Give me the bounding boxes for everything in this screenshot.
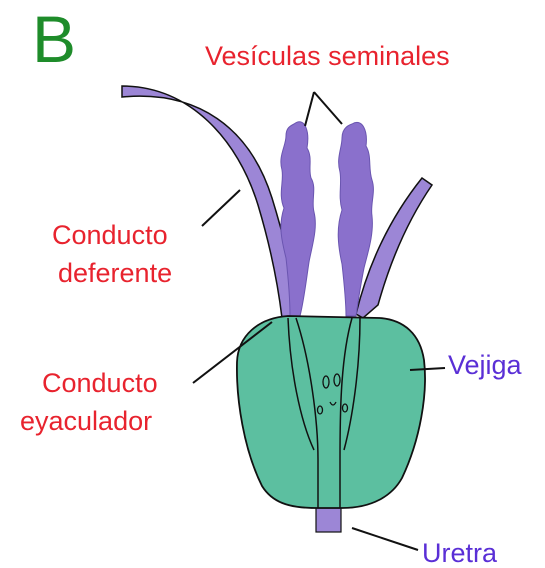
label-vejiga: Vejiga — [448, 350, 522, 380]
panel-letter: B — [32, 2, 77, 76]
ejaculatory-duct-lines — [287, 317, 361, 508]
leader-lines — [192, 91, 446, 551]
label-uretra: Uretra — [422, 538, 498, 568]
seminal-vesicle-right — [337, 122, 374, 317]
label-vesiculas-seminales: Vesículas seminales — [205, 41, 450, 71]
label-conducto-deferente-line1: Conducto — [52, 220, 168, 250]
label-conducto-eyaculador-line1: Conducto — [42, 368, 158, 398]
urethra-stub — [315, 507, 342, 533]
bladder-body — [236, 315, 426, 509]
label-conducto-deferente-line2: deferente — [58, 258, 173, 288]
duct-openings — [316, 373, 349, 415]
label-conducto-eyaculador-line2: eyaculador — [20, 406, 153, 436]
